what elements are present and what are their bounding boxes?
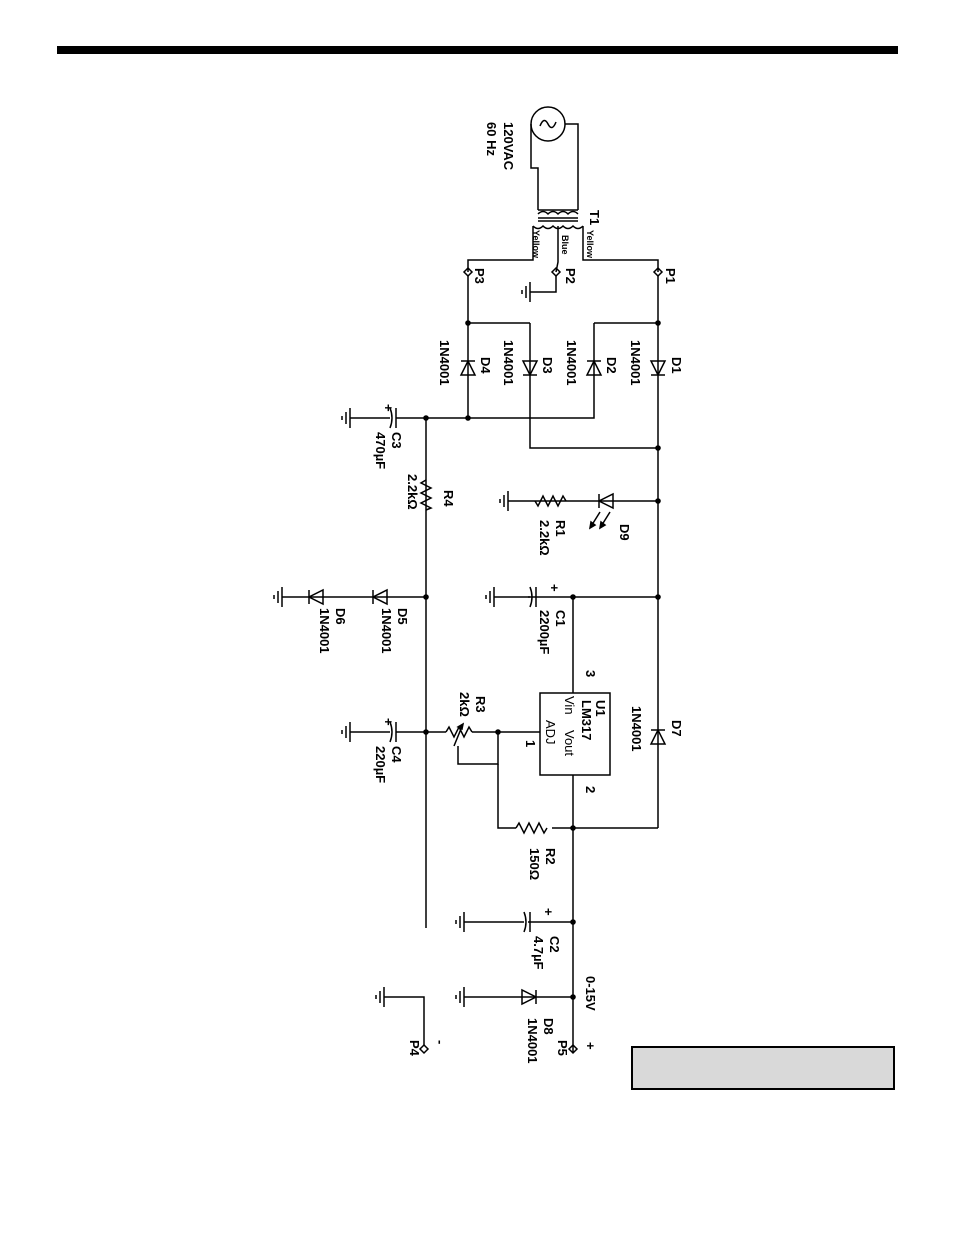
- r2-value-label: 150Ω: [527, 848, 542, 880]
- d5-ref-label: D5: [395, 608, 410, 625]
- source-frequency-label: 60 Hz: [484, 122, 499, 156]
- d8-value-label: 1N4001: [525, 1018, 540, 1064]
- d9-ref-label: D9: [617, 524, 632, 541]
- p2-label: P2: [563, 268, 578, 284]
- ground-icon: [486, 587, 494, 607]
- circuit-schematic: 120VAC 60 Hz T1 Yellow Blue Yellow P3 P2…: [268, 100, 690, 1076]
- wire-p2-ground: [530, 276, 556, 292]
- ground-icon: [456, 912, 464, 932]
- yellow-lead-left-label: Yellow: [531, 230, 541, 259]
- c3-ref-label: C3: [389, 432, 404, 449]
- vout-pin-label: Vout: [562, 730, 577, 756]
- r2-ref-label: R2: [543, 848, 558, 865]
- c3-polarity-label: +: [381, 404, 396, 412]
- d6-ref-label: D6: [333, 608, 348, 625]
- r4-ref-label: R4: [441, 490, 456, 507]
- led-light-icon: [590, 512, 610, 528]
- adj-pin-number: 1: [523, 740, 538, 747]
- d3-ref-label: D3: [540, 357, 555, 374]
- d2-ref-label: D2: [604, 357, 619, 374]
- output-range-label: 0-15V: [583, 976, 598, 1011]
- top-rule: [57, 46, 898, 54]
- minus-terminal-label: -: [433, 1040, 448, 1044]
- r3-value-label: 2kΩ: [457, 692, 472, 717]
- c3-value-label: 470µF: [373, 432, 388, 469]
- yellow-lead-right-label: Yellow: [585, 230, 595, 259]
- r4-value-label: 2.2kΩ: [405, 474, 420, 510]
- p4-label: P4: [407, 1040, 422, 1057]
- sine-icon: [540, 120, 556, 127]
- u1-ref-label: U1: [593, 700, 608, 717]
- d1-ref-label: D1: [669, 357, 684, 374]
- p1-label: P1: [663, 268, 678, 284]
- r3-ref-label: R3: [473, 696, 488, 713]
- resistor-r2: [516, 823, 547, 833]
- vout-pin-number: 2: [583, 786, 598, 793]
- wire-secondary-center: [556, 226, 558, 272]
- plus-terminal-label: +: [583, 1042, 598, 1050]
- u1-part-label: LM317: [579, 700, 594, 740]
- ground-icon: [342, 408, 350, 428]
- ground-icon: [274, 587, 282, 607]
- d8-ref-label: D8: [541, 1018, 556, 1035]
- vin-pin-label: Vin: [562, 696, 577, 715]
- blue-lead-label: Blue: [560, 235, 570, 255]
- wire-source-b: [565, 124, 578, 210]
- d7-value-label: 1N4001: [629, 706, 644, 752]
- d7-ref-label: D7: [669, 720, 684, 737]
- d2-value-label: 1N4001: [564, 340, 579, 386]
- d3-value-label: 1N4001: [501, 340, 516, 386]
- c2-ref-label: C2: [547, 936, 562, 953]
- ground-icon: [342, 722, 350, 742]
- wire-p4-ground: [384, 997, 424, 1045]
- wire-secondary-left: [468, 226, 533, 272]
- d4-ref-label: D4: [478, 357, 493, 374]
- d6-value-label: 1N4001: [317, 608, 332, 654]
- c1-polarity-label: +: [547, 584, 562, 592]
- c2-polarity-label: +: [541, 908, 556, 916]
- d4-value-label: 1N4001: [437, 340, 452, 386]
- d1-value-label: 1N4001: [628, 340, 643, 386]
- c4-polarity-label: +: [381, 718, 396, 726]
- ground-icon: [500, 491, 508, 511]
- vin-pin-number: 3: [583, 670, 598, 677]
- d5-value-label: 1N4001: [379, 608, 394, 654]
- c1-value-label: 2200µF: [537, 610, 552, 654]
- c4-value-label: 220µF: [373, 746, 388, 783]
- t1-label: T1: [587, 210, 602, 225]
- p5-label: P5: [555, 1040, 570, 1056]
- caption-box: [631, 1046, 895, 1090]
- adj-pin-label: ADJ: [543, 720, 558, 745]
- ground-icon: [376, 987, 384, 1007]
- schematic-panel: 120VAC 60 Hz T1 Yellow Blue Yellow P3 P2…: [268, 100, 690, 1076]
- p3-label: P3: [472, 268, 487, 284]
- junction-dots: [423, 320, 661, 1000]
- c1-ref-label: C1: [553, 610, 568, 627]
- wire-r2-left: [498, 764, 516, 828]
- ground-icon: [456, 987, 464, 1007]
- c2-value-label: 4.7µF: [531, 936, 546, 970]
- r1-value-label: 2.2kΩ: [537, 520, 552, 556]
- source-voltage-label: 120VAC: [501, 122, 516, 171]
- ground-icon: [522, 282, 530, 302]
- r1-ref-label: R1: [553, 520, 568, 537]
- c4-ref-label: C4: [389, 746, 404, 763]
- transformer-t1: [533, 210, 583, 229]
